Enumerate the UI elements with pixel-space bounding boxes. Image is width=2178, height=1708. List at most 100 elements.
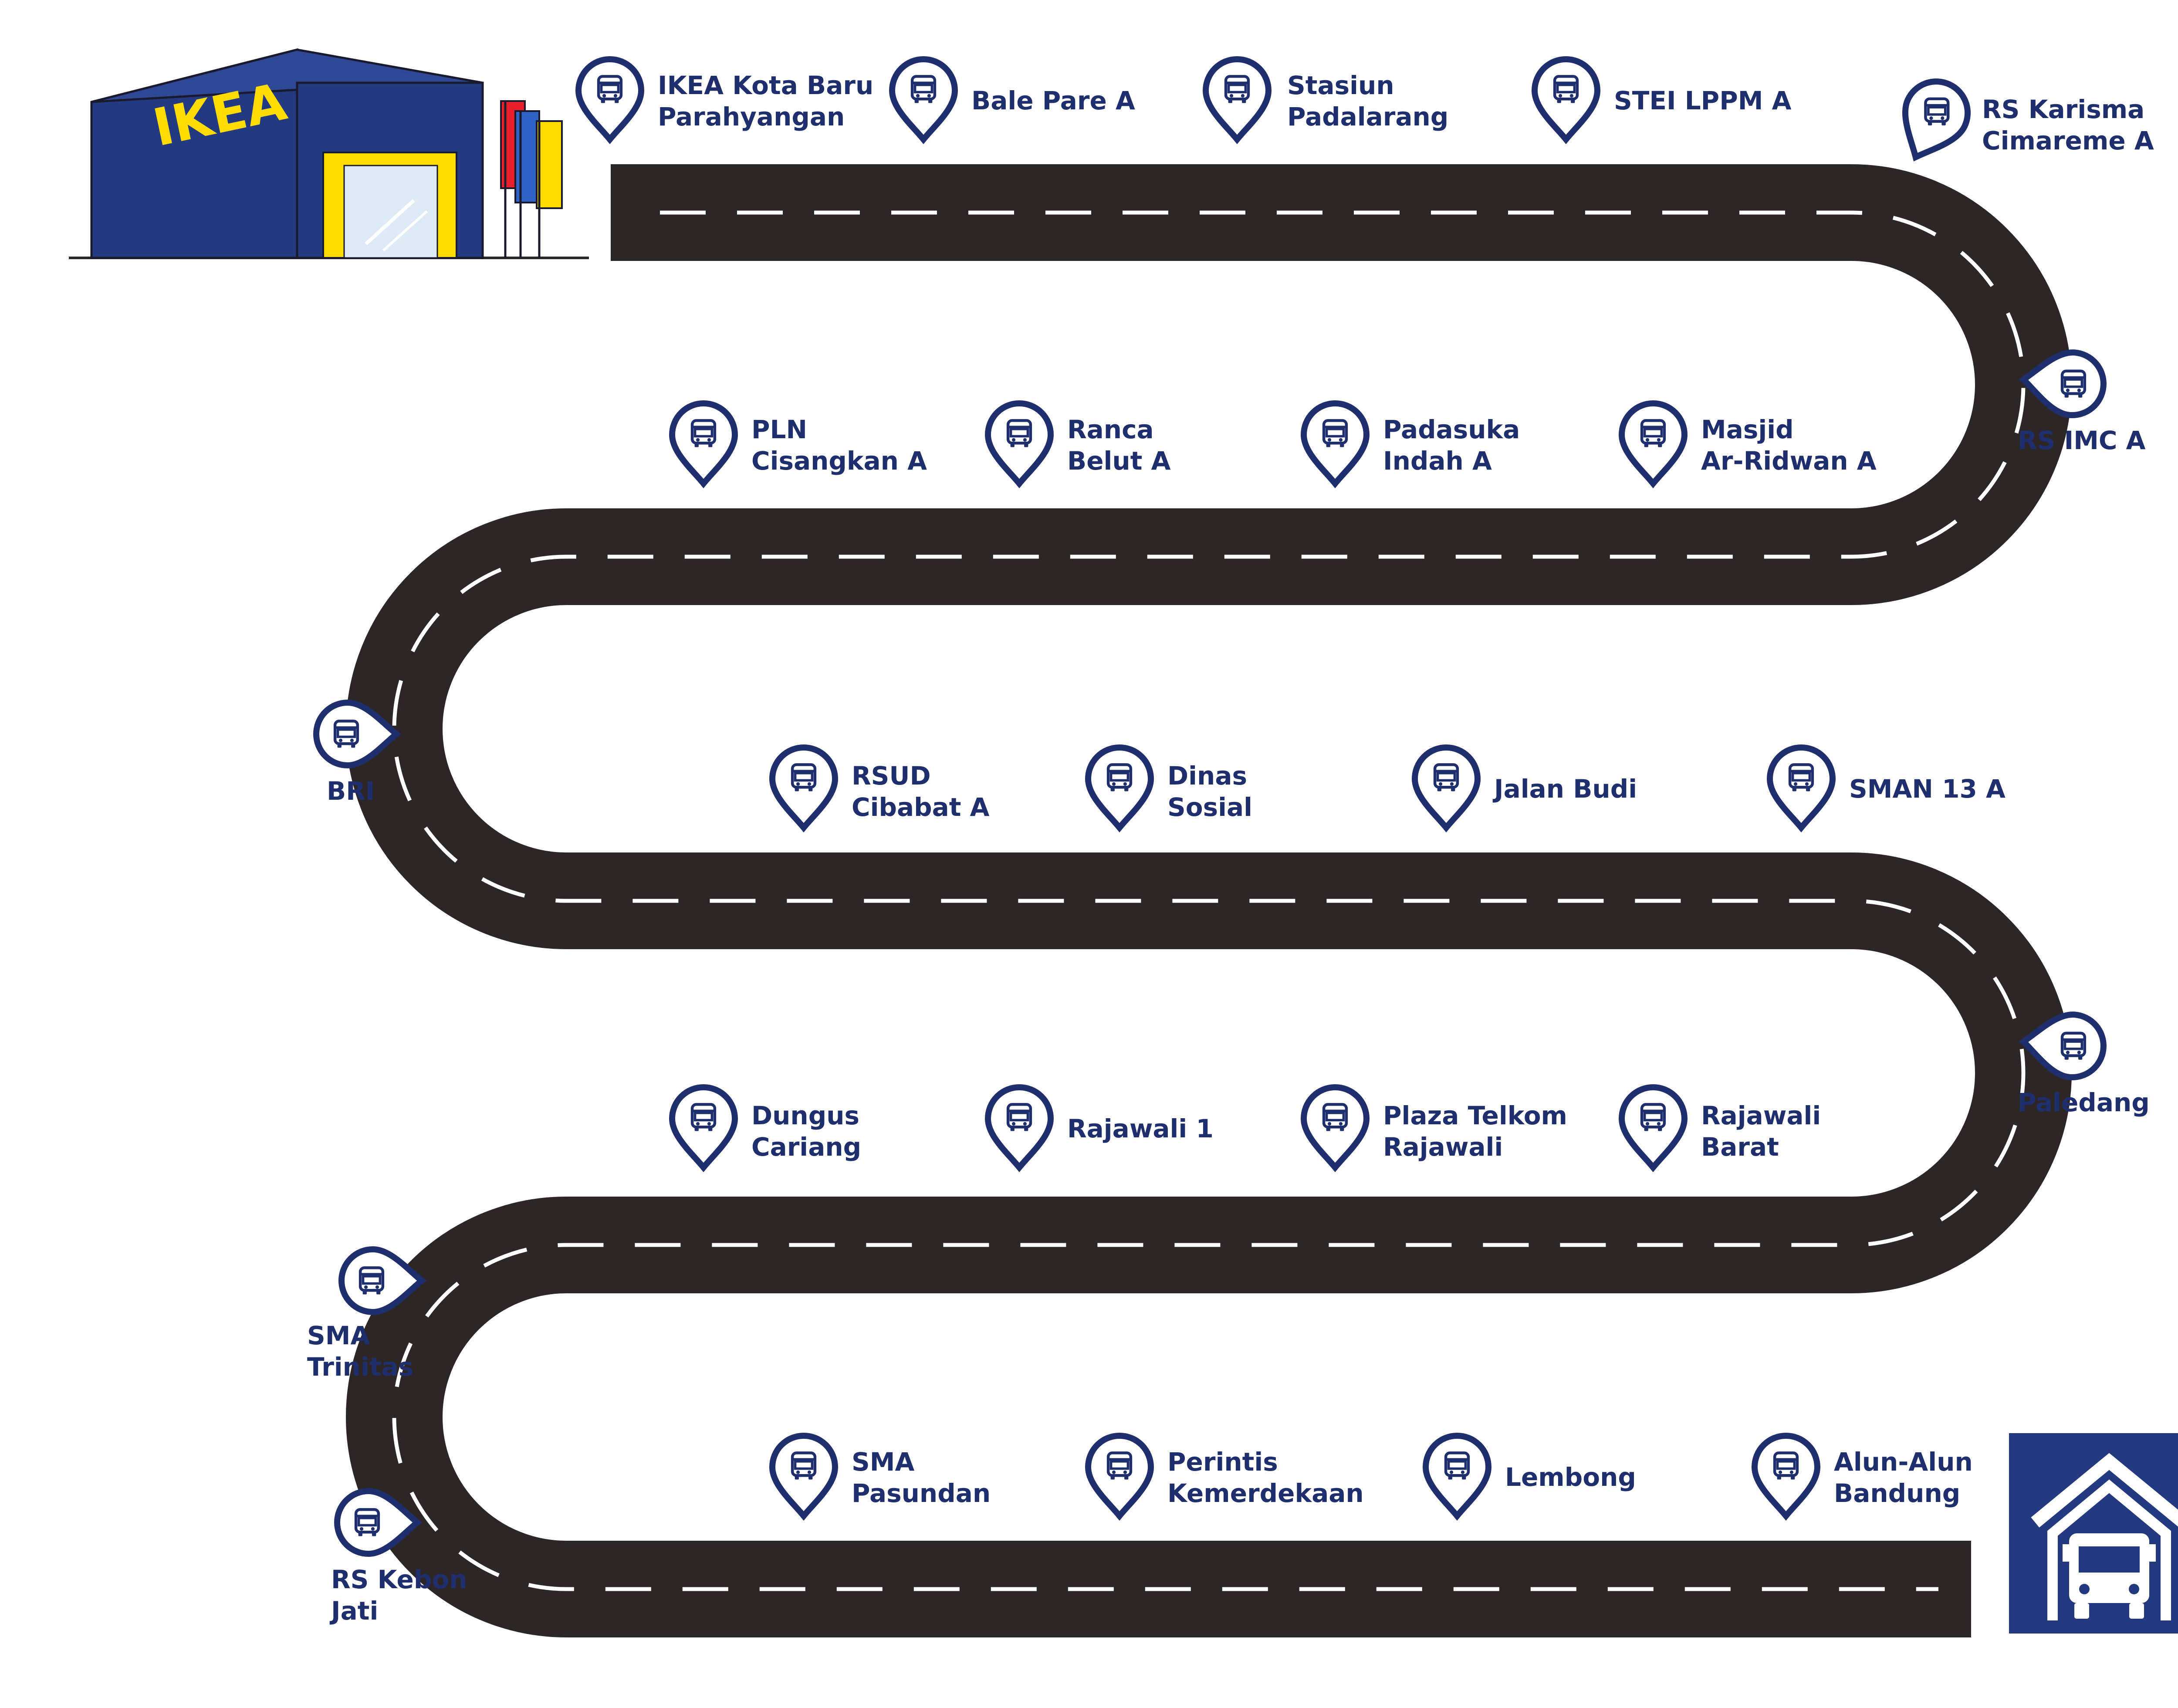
bus-stop-pin-icon[interactable] bbox=[1300, 400, 1370, 489]
bus-stop-pin-icon[interactable] bbox=[1085, 744, 1154, 833]
stop-label-line: Rajawali bbox=[1701, 1101, 1821, 1130]
stop-label-line: Rajawali 1 bbox=[1067, 1114, 1214, 1143]
bus-stop-pin-icon[interactable] bbox=[1085, 1433, 1154, 1521]
stop-label-line: Stasiun bbox=[1287, 71, 1394, 100]
flag-poles bbox=[500, 100, 563, 258]
bus-stop-pin-icon[interactable] bbox=[1766, 744, 1836, 833]
stop-label-lembong[interactable]: Lembong bbox=[1505, 1461, 1636, 1493]
bus-stop-pin-icon[interactable] bbox=[1300, 1084, 1370, 1173]
stop-label-line: BRI bbox=[327, 776, 375, 806]
stop-label-line: Trinitas bbox=[307, 1352, 414, 1382]
bus-garage-icon bbox=[2009, 1433, 2178, 1634]
stop-label-bale-pare[interactable]: Bale Pare A bbox=[971, 85, 1135, 116]
stop-label-line: Lembong bbox=[1505, 1462, 1636, 1492]
bus-stop-pin-icon[interactable] bbox=[2019, 348, 2107, 419]
stop-label-line: RS Kebon bbox=[331, 1565, 467, 1594]
stop-label-line: Dinas bbox=[1167, 761, 1247, 791]
bus-stop-pins bbox=[313, 56, 2107, 1557]
stop-label-line: Belut A bbox=[1067, 446, 1171, 476]
bus-stop-pin-icon[interactable] bbox=[1618, 1084, 1688, 1173]
stop-label-line: Padasuka bbox=[1383, 415, 1520, 444]
stop-label-line: RS IMC A bbox=[2018, 426, 2146, 455]
bus-stop-pin-icon[interactable] bbox=[984, 400, 1054, 489]
stop-label-line: Bandung bbox=[1834, 1478, 1961, 1508]
stop-label-rs-imc[interactable]: RS IMC A bbox=[2018, 425, 2146, 456]
stop-label-line: Jati bbox=[331, 1596, 379, 1626]
stop-label-line: SMA bbox=[852, 1447, 915, 1477]
stop-label-paledang[interactable]: Paledang bbox=[2018, 1087, 2150, 1118]
bus-stop-pin-icon[interactable] bbox=[769, 1433, 839, 1521]
bus-stop-pin-icon[interactable] bbox=[889, 56, 958, 145]
stop-label-line: Masjid bbox=[1701, 415, 1794, 444]
stop-label-line: IKEA Kota Baru bbox=[658, 71, 874, 100]
road-center-dashes bbox=[392, 210, 2026, 1591]
stop-label-line: Barat bbox=[1701, 1132, 1779, 1162]
bus-stop-pin-icon[interactable] bbox=[1202, 56, 1272, 145]
stop-label-bri[interactable]: BRI bbox=[327, 775, 375, 807]
bus-stop-pin-icon[interactable] bbox=[669, 1084, 738, 1173]
stop-label-line: Parahyangan bbox=[658, 102, 845, 132]
road bbox=[346, 164, 2072, 1637]
stop-label-line: SMA bbox=[307, 1321, 370, 1350]
stop-label-line: Ar-Ridwan A bbox=[1701, 446, 1877, 476]
stop-label-line: Sosial bbox=[1167, 792, 1253, 822]
stop-label-sman-13[interactable]: SMAN 13 A bbox=[1849, 773, 2006, 805]
ikea-store-illustration: IKEA bbox=[90, 48, 563, 259]
bus-stop-pin-icon[interactable] bbox=[769, 744, 839, 833]
bus-stop-pin-icon[interactable] bbox=[1751, 1433, 1821, 1521]
bus-stop-pin-icon[interactable] bbox=[1887, 71, 1978, 170]
stop-label-line: Alun-Alun bbox=[1834, 1447, 1973, 1477]
bus-stop-pin-icon[interactable] bbox=[1411, 744, 1481, 833]
stop-label-rajawali-1[interactable]: Rajawali 1 bbox=[1067, 1113, 1214, 1144]
bus-stop-pin-icon[interactable] bbox=[984, 1084, 1054, 1173]
bus-stop-pin-icon[interactable] bbox=[2019, 1011, 2107, 1081]
bus-stop-pin-icon[interactable] bbox=[1422, 1433, 1492, 1521]
stop-label-line: Plaza Telkom bbox=[1383, 1101, 1567, 1130]
bus-stop-pin-icon[interactable] bbox=[1618, 400, 1688, 489]
stop-label-line: RSUD bbox=[852, 761, 931, 791]
stop-label-line: Rajawali bbox=[1383, 1132, 1503, 1162]
stop-label-line: Jalan Budi bbox=[1494, 774, 1637, 804]
stop-label-line: SMAN 13 A bbox=[1849, 774, 2006, 804]
stop-label-line: Bale Pare A bbox=[971, 86, 1135, 115]
stop-label-line: Cibabat A bbox=[852, 792, 990, 822]
bus-stop-pin-icon[interactable] bbox=[575, 56, 645, 145]
stop-label-stei-lppm[interactable]: STEI LPPM A bbox=[1614, 85, 1792, 116]
stop-label-line: Cisangkan A bbox=[751, 446, 927, 476]
stop-label-line: PLN bbox=[751, 415, 808, 444]
stop-label-line: Cariang bbox=[751, 1132, 862, 1162]
bus-stop-pin-icon[interactable] bbox=[1531, 56, 1601, 145]
stop-label-line: RS Karisma bbox=[1982, 95, 2145, 124]
stop-label-line: Perintis bbox=[1167, 1447, 1278, 1477]
bus-stop-pin-icon[interactable] bbox=[669, 400, 738, 489]
stop-label-line: STEI LPPM A bbox=[1614, 86, 1792, 115]
stop-label-line: Dungus bbox=[751, 1101, 860, 1130]
bus-stop-pin-icon[interactable] bbox=[334, 1488, 423, 1557]
bus-stop-pin-icon[interactable] bbox=[313, 699, 402, 769]
depot-bus bbox=[2063, 1533, 2156, 1619]
stop-label-line: Kemerdekaan bbox=[1167, 1478, 1364, 1508]
stop-label-line: Indah A bbox=[1383, 446, 1492, 476]
bus-stop-pin-icon[interactable] bbox=[338, 1246, 427, 1316]
stop-label-line: Pasundan bbox=[852, 1478, 991, 1508]
stop-label-jalan-budi[interactable]: Jalan Budi bbox=[1494, 773, 1637, 805]
stop-label-line: Paledang bbox=[2018, 1088, 2150, 1117]
